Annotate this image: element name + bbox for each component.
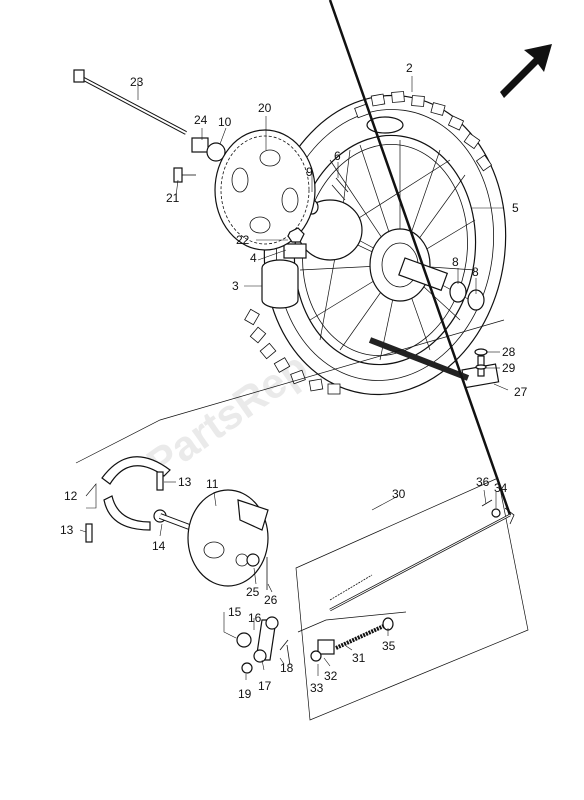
sprocket — [214, 129, 316, 251]
part-label-2: 2 — [406, 61, 413, 75]
part-label-35: 35 — [382, 639, 396, 653]
part-label-14: 14 — [152, 539, 166, 553]
part-label-13a: 13 — [178, 475, 192, 489]
part-label-17: 17 — [258, 679, 272, 693]
part-label-8a: 8 — [452, 255, 459, 269]
part-label-13b: 13 — [60, 523, 74, 537]
part-label-33: 33 — [310, 681, 324, 695]
washer — [236, 632, 252, 648]
sprocket-nut — [287, 227, 305, 243]
collar — [191, 137, 209, 153]
bearing — [449, 281, 467, 303]
part-label-5: 5 — [512, 201, 519, 215]
part-label-19: 19 — [238, 687, 252, 701]
adjust-nut — [310, 650, 322, 662]
part-label-24: 24 — [194, 113, 208, 127]
oil-seal — [206, 142, 226, 162]
rod-group-frame — [295, 477, 529, 721]
part-label-3: 3 — [232, 279, 239, 293]
part-label-36: 36 — [476, 475, 490, 489]
tire-tread — [244, 91, 493, 395]
part-label-18: 18 — [280, 661, 294, 675]
part-label-21: 21 — [166, 191, 180, 205]
part-label-20: 20 — [258, 101, 272, 115]
part-label-11: 11 — [206, 477, 219, 491]
part-label-23: 23 — [130, 75, 144, 89]
brake-arm — [253, 616, 279, 663]
part-label-25: 25 — [246, 585, 260, 599]
washer — [491, 508, 501, 518]
part-label-26: 26 — [264, 593, 278, 607]
part-label-29: 29 — [502, 361, 516, 375]
brake-camshaft — [153, 509, 194, 531]
part-label-4: 4 — [250, 251, 257, 265]
part-label-8b: 8 — [472, 265, 479, 279]
part-label-27: 27 — [514, 385, 528, 399]
part-label-32: 32 — [324, 669, 338, 683]
rim-lock — [461, 348, 500, 389]
part-label-12: 12 — [64, 489, 78, 503]
hub — [369, 228, 431, 302]
axle — [73, 69, 187, 135]
leader-lines — [79, 76, 509, 680]
cotter-pin — [481, 499, 493, 507]
part-label-16: 16 — [248, 611, 262, 625]
part-label-28: 28 — [502, 345, 516, 359]
part-label-10: 10 — [218, 115, 232, 129]
brake-shoes — [101, 456, 171, 531]
part-label-6: 6 — [334, 149, 341, 163]
part-label-30: 30 — [392, 487, 406, 501]
brake-shoe-spring — [85, 523, 93, 543]
brake-rod-spring — [335, 622, 389, 650]
brake-shoe-spring — [156, 471, 164, 491]
part-label-9: 9 — [306, 165, 313, 179]
brake-panel — [187, 489, 269, 587]
nut — [241, 662, 253, 674]
part-label-31: 31 — [352, 651, 366, 665]
part-label-34: 34 — [494, 481, 508, 495]
rear-wheel-assembly — [244, 91, 507, 396]
brake-rod — [328, 0, 515, 612]
part-label-15: 15 — [228, 605, 242, 619]
part-label-22: 22 — [236, 233, 250, 247]
sprocket-bolt — [173, 167, 196, 183]
front-direction-arrow-icon — [500, 44, 552, 98]
brake-rod-joint — [317, 639, 335, 655]
part-number-labels: 2 3 4 5 6 8 8 9 10 11 12 13 13 14 15 16 … — [60, 61, 528, 701]
